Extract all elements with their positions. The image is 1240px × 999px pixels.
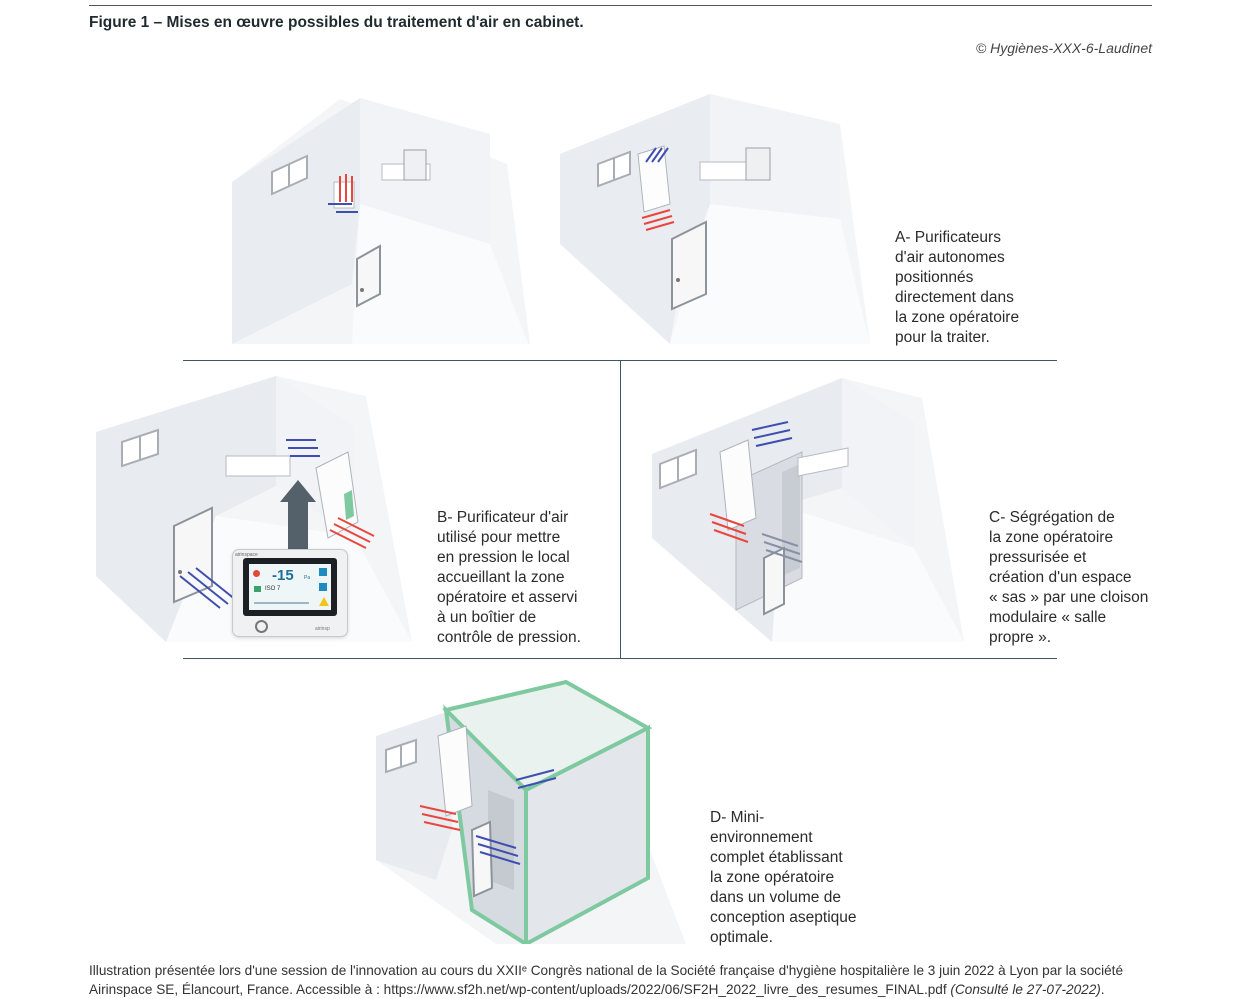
settings-icon — [319, 583, 327, 591]
arrow-up-icon — [280, 480, 316, 560]
caption-a-line: positionnés — [895, 269, 974, 286]
control-screen: -15 Pa ISO 7 — [243, 558, 337, 616]
pressure-control-box: airinspace -15 Pa ISO 7 airinsp — [232, 549, 348, 637]
footer-source: Airinspace SE, Élancourt, France. Access… — [89, 982, 947, 997]
caption-d-line: conception aseptique — [710, 909, 857, 926]
caption-d-line: dans un volume de — [710, 889, 841, 906]
caption-c-line: modulaire « salle — [989, 609, 1107, 626]
control-display: -15 Pa ISO 7 — [249, 564, 331, 610]
footer-end: . — [1100, 982, 1105, 997]
caption-c-line: la zone opératoire — [989, 529, 1114, 546]
caption-d-line: la zone opératoire — [710, 869, 835, 886]
iso-class-label: ISO 7 — [265, 586, 281, 592]
control-box-brand: airinspace — [235, 552, 258, 558]
alarm-icon — [253, 570, 260, 577]
caption-b-line: en pression le local — [437, 549, 570, 566]
caption-a: A- Purificateurs d'air autonomes positio… — [895, 228, 1019, 348]
room-a1-illustration — [232, 98, 530, 344]
caption-c: C- Ségrégation de la zone opératoire pre… — [989, 508, 1148, 648]
caption-a-line: d'air autonomes — [895, 249, 1005, 266]
footer-line-1: Illustration présentée lors d'une sessio… — [89, 963, 1124, 978]
top-rule — [89, 5, 1152, 6]
caption-c-line: création d'un espace — [989, 569, 1132, 586]
pressure-value: -15 — [272, 567, 294, 584]
footer-consulted: (Consulté le 27-07-2022) — [950, 982, 1101, 997]
caption-a-line: directement dans — [895, 289, 1014, 306]
copyright-notice: © Hygiènes-XXX-6-Laudinet — [975, 40, 1152, 56]
footer-line-2: Airinspace SE, Élancourt, France. Access… — [89, 980, 1159, 999]
caption-c-line: pressurisée et — [989, 549, 1087, 566]
caption-b-line: B- Purificateur d'air — [437, 509, 569, 526]
menu-icon — [319, 568, 327, 576]
footer-note: Illustration présentée lors d'une sessio… — [89, 961, 1159, 999]
separator-vertical — [620, 360, 621, 658]
room-a2-illustration — [560, 94, 870, 344]
caption-d: D- Mini- environnement complet établissa… — [710, 808, 857, 948]
caption-c-line: C- Ségrégation de — [989, 509, 1115, 526]
caption-b-line: utilisé pour mettre — [437, 529, 561, 546]
caption-b: B- Purificateur d'air utilisé pour mettr… — [437, 508, 581, 648]
figure-title: Figure 1 – Mises en œuvre possibles du t… — [89, 14, 584, 31]
separator-bottom — [183, 658, 1057, 659]
airflow-arrows-a2 — [641, 147, 675, 231]
airflow-arrows-d — [419, 769, 557, 865]
caption-d-line: environnement — [710, 829, 813, 846]
caption-b-line: contrôle de pression. — [437, 629, 581, 646]
airflow-arrows-b — [179, 439, 375, 609]
control-box-label: airinsp — [315, 626, 330, 632]
pressure-unit: Pa — [304, 575, 311, 581]
warning-icon — [319, 597, 329, 606]
caption-c-line: propre ». — [989, 629, 1052, 646]
caption-b-line: opératoire et asservi — [437, 589, 578, 606]
caption-b-line: accueillant la zone — [437, 569, 565, 586]
caption-d-line: D- Mini- — [710, 809, 765, 826]
caption-c-line: « sas » par une cloison — [989, 589, 1149, 606]
caption-a-line: la zone opératoire — [895, 309, 1020, 326]
caption-d-line: complet établissant — [710, 849, 843, 866]
caption-a-line: A- Purificateurs — [895, 229, 1001, 246]
power-button[interactable] — [255, 620, 268, 633]
home-icon — [254, 586, 261, 592]
airflow-arrows-a1 — [328, 174, 358, 213]
caption-a-line: pour la traiter. — [895, 329, 990, 346]
room-c-illustration — [652, 378, 964, 642]
status-bar — [254, 602, 309, 604]
caption-b-line: à un boîtier de — [437, 609, 537, 626]
airflow-arrows-c — [709, 421, 803, 563]
room-d-illustration — [376, 680, 686, 944]
caption-d-line: optimale. — [710, 929, 773, 946]
